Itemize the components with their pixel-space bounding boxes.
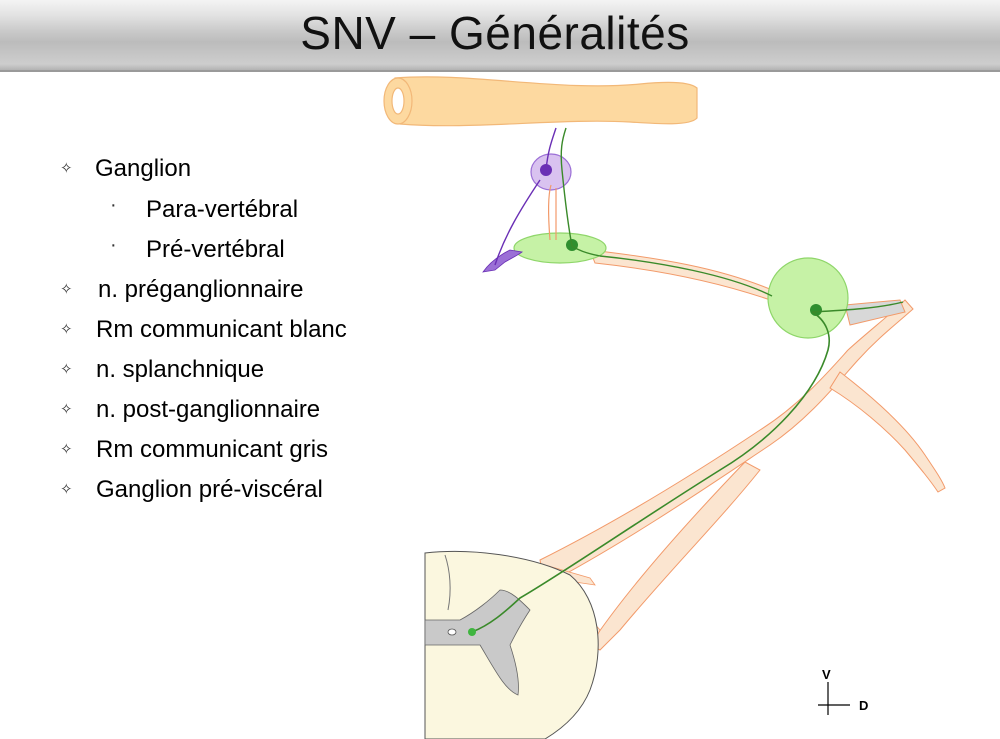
bullet-marker: ✧ xyxy=(60,160,73,177)
bullet-label: Ganglion xyxy=(95,155,192,182)
bullet-marker: ✧ xyxy=(60,441,73,458)
orientation-ventral-label: V xyxy=(822,667,831,682)
splanchnic-fiber xyxy=(571,245,773,297)
bullet-marker: · xyxy=(110,194,117,216)
fiber-orange xyxy=(548,184,552,241)
paravertebral-ganglion-body xyxy=(767,257,849,339)
slide-title: SNV – Généralités xyxy=(300,7,690,59)
vessel-lumen xyxy=(391,87,405,115)
bullet-marker: ✧ xyxy=(60,401,73,418)
vessel xyxy=(383,76,698,127)
bullet-label: Ganglion pré-viscéral xyxy=(96,476,323,503)
orientation-marker: V D xyxy=(818,667,868,715)
visceral-fiber-lower xyxy=(494,179,541,266)
spinal-nerves xyxy=(539,249,946,651)
bullet-label: n. préganglionnaire xyxy=(98,276,304,303)
orientation-dorsal-label: D xyxy=(859,698,868,713)
bullet-label: Rm communicant gris xyxy=(96,436,329,463)
bullet-marker: ✧ xyxy=(60,281,73,298)
bullet-label: Pré-vertébral xyxy=(146,236,285,263)
spinal-cord xyxy=(424,550,599,739)
bullet-marker: ✧ xyxy=(60,321,73,338)
postganglionic-fiber xyxy=(560,127,573,247)
prevertebral-ganglion xyxy=(513,232,607,264)
postganglionic-fiber-gray xyxy=(811,301,904,313)
spinal-cord-gray-matter xyxy=(424,589,531,696)
visceral-plexus xyxy=(482,249,523,273)
bullet-marker: ✧ xyxy=(60,481,73,498)
ventral-ramus-branch xyxy=(829,371,946,493)
gray-ramus xyxy=(844,299,906,326)
bullet-label: n. post-ganglionnaire xyxy=(96,396,321,423)
spinal-cord-fissure xyxy=(444,554,451,611)
central-canal xyxy=(447,628,457,636)
visceral-fiber xyxy=(545,127,557,171)
title-bar: SNV – Généralités xyxy=(0,0,1000,72)
spinal-nerve-trunk xyxy=(539,299,914,586)
prevertebral-ganglion-body xyxy=(513,232,607,264)
preganglionic-cell-body xyxy=(468,628,476,636)
paravertebral-ganglion xyxy=(767,257,849,339)
bullet-marker: ✧ xyxy=(60,361,73,378)
bullet-marker: · xyxy=(110,234,117,256)
preganglionic-fiber xyxy=(471,311,830,633)
spinal-cord-white-matter xyxy=(424,550,599,739)
bullet-label: Rm communicant blanc xyxy=(96,316,347,343)
bullet-label: n. splanchnique xyxy=(96,356,265,383)
vessel-body xyxy=(394,76,698,127)
bullet-label: Para-vertébral xyxy=(146,196,299,223)
nerve-fibers xyxy=(468,127,904,636)
